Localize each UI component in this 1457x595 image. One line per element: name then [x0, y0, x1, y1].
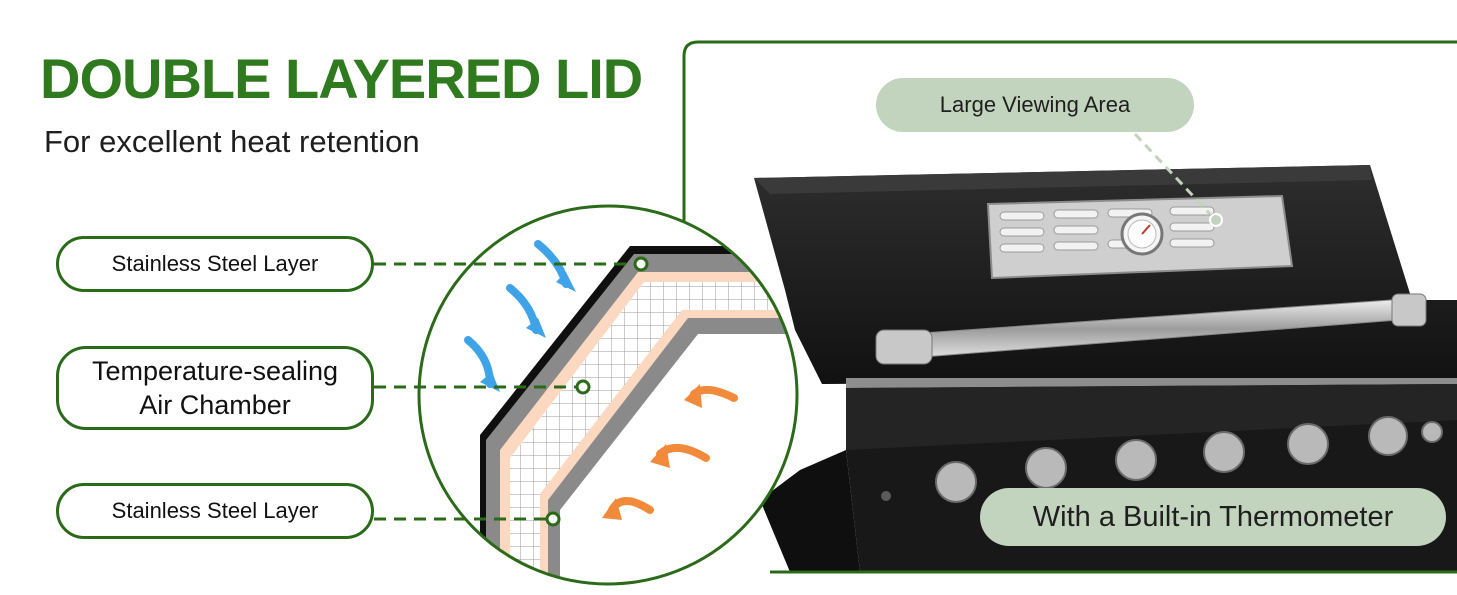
cross-section-diagram: [417, 204, 799, 586]
leader-dots: [545, 256, 649, 527]
leader-lines: [374, 262, 636, 521]
label-outer-steel-layer: Stainless Steel Layer: [56, 236, 374, 292]
viewing-window: [986, 194, 1294, 280]
heat-arrowheads: [602, 384, 702, 520]
viewing-leader-line: [1133, 132, 1212, 216]
subheadline: For excellent heat retention: [44, 124, 420, 159]
viewing-leader-dot: [1209, 213, 1223, 227]
label-air-chamber: Temperature-sealing Air Chamber: [56, 346, 374, 430]
callout-thermometer: With a Built-in Thermometer: [980, 488, 1446, 546]
headline: DOUBLE LAYERED LID: [40, 47, 643, 110]
control-knobs: [935, 416, 1443, 503]
callout-viewing-area: Large Viewing Area: [876, 78, 1194, 132]
grill-lid: [754, 165, 1457, 384]
thermometer-icon: [1120, 212, 1164, 256]
lid-handle: [875, 293, 1427, 365]
label-inner-steel-layer: Stainless Steel Layer: [56, 483, 374, 539]
